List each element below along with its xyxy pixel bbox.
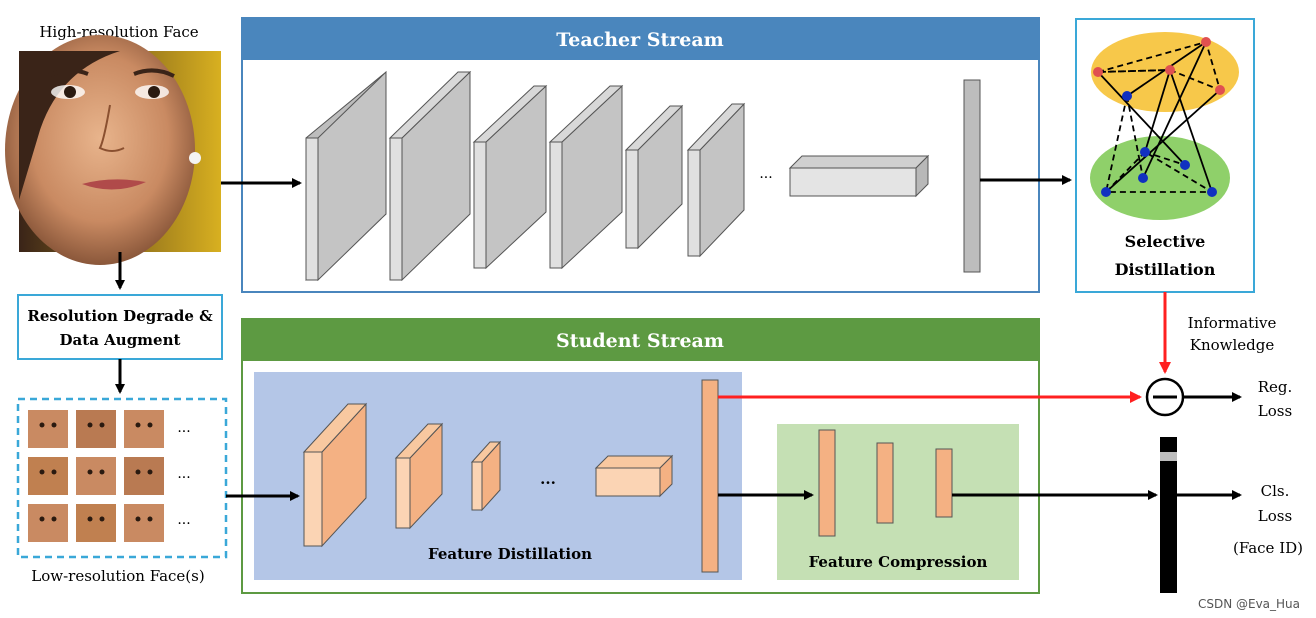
student-stream-panel: Student Stream [241,318,1040,594]
face-id-label: (Face ID) [1233,539,1303,557]
classifier-bar [1160,437,1177,593]
lr-row2-ellipsis: ··· [177,470,190,486]
teacher-layer-2 [388,70,472,282]
informative-label-line2: Knowledge [1190,336,1275,354]
feature-compression-label: Feature Compression [809,553,988,571]
teacher-stream-header [242,18,1039,60]
degrade-label-line1: Resolution Degrade & [27,307,213,325]
student-layer-2 [394,422,444,530]
degrade-box: Resolution Degrade & Data Augment [17,294,223,360]
watermark: CSDN @Eva_Hua [1198,597,1300,611]
student-layers [302,379,719,573]
cls-loss-line1: Cls. [1261,482,1290,500]
lr-face-thumbnails [28,410,164,542]
graph-nodes [1093,37,1225,197]
student-stream-title: Student Stream [556,330,724,352]
feature-compression-region [777,424,1019,580]
teacher-feature-vector [963,79,981,273]
teacher-layer-3 [472,84,548,270]
teacher-stream-panel: Teacher Stream [241,17,1040,293]
hr-face-image [5,35,221,265]
graph-bottom-cluster [1090,136,1230,220]
teacher-layers [305,70,981,282]
student-layer-fc [594,454,674,498]
cls-loss-line2: Loss [1258,507,1292,525]
teacher-layer-1 [305,70,387,282]
student-feature-vector [701,379,719,573]
compression-layers [818,429,953,537]
student-stream-header [242,319,1039,361]
selective-label-line2: Distillation [1115,260,1216,279]
selective-label-line1: Selective [1125,232,1206,251]
teacher-layer-5 [624,104,684,250]
lr-row1-ellipsis: ··· [177,424,190,440]
hr-face-title: High-resolution Face [39,23,198,41]
informative-label-line1: Informative [1188,314,1277,332]
reg-loss-line1: Reg. [1258,378,1293,396]
degrade-label-line2: Data Augment [60,331,181,349]
teacher-layer-6 [686,102,746,258]
minus-operator [1145,377,1185,417]
reg-loss-line2: Loss [1258,402,1292,420]
teacher-layer-4 [548,84,624,270]
teacher-stream-title: Teacher Stream [556,29,723,51]
lr-row3-ellipsis: ··· [177,516,190,532]
feature-distillation-label: Feature Distillation [428,545,592,563]
lr-faces-title: Low-resolution Face(s) [31,567,204,585]
selective-distillation-box: Selective Distillation [1075,18,1255,293]
student-layer-3 [470,440,502,512]
student-layer-1 [302,402,368,548]
lr-faces-grid: ··· ··· ··· [16,397,228,559]
teacher-ellipsis: ··· [759,170,772,186]
teacher-layer-fc [788,154,930,198]
student-ellipsis: ... [540,470,556,488]
